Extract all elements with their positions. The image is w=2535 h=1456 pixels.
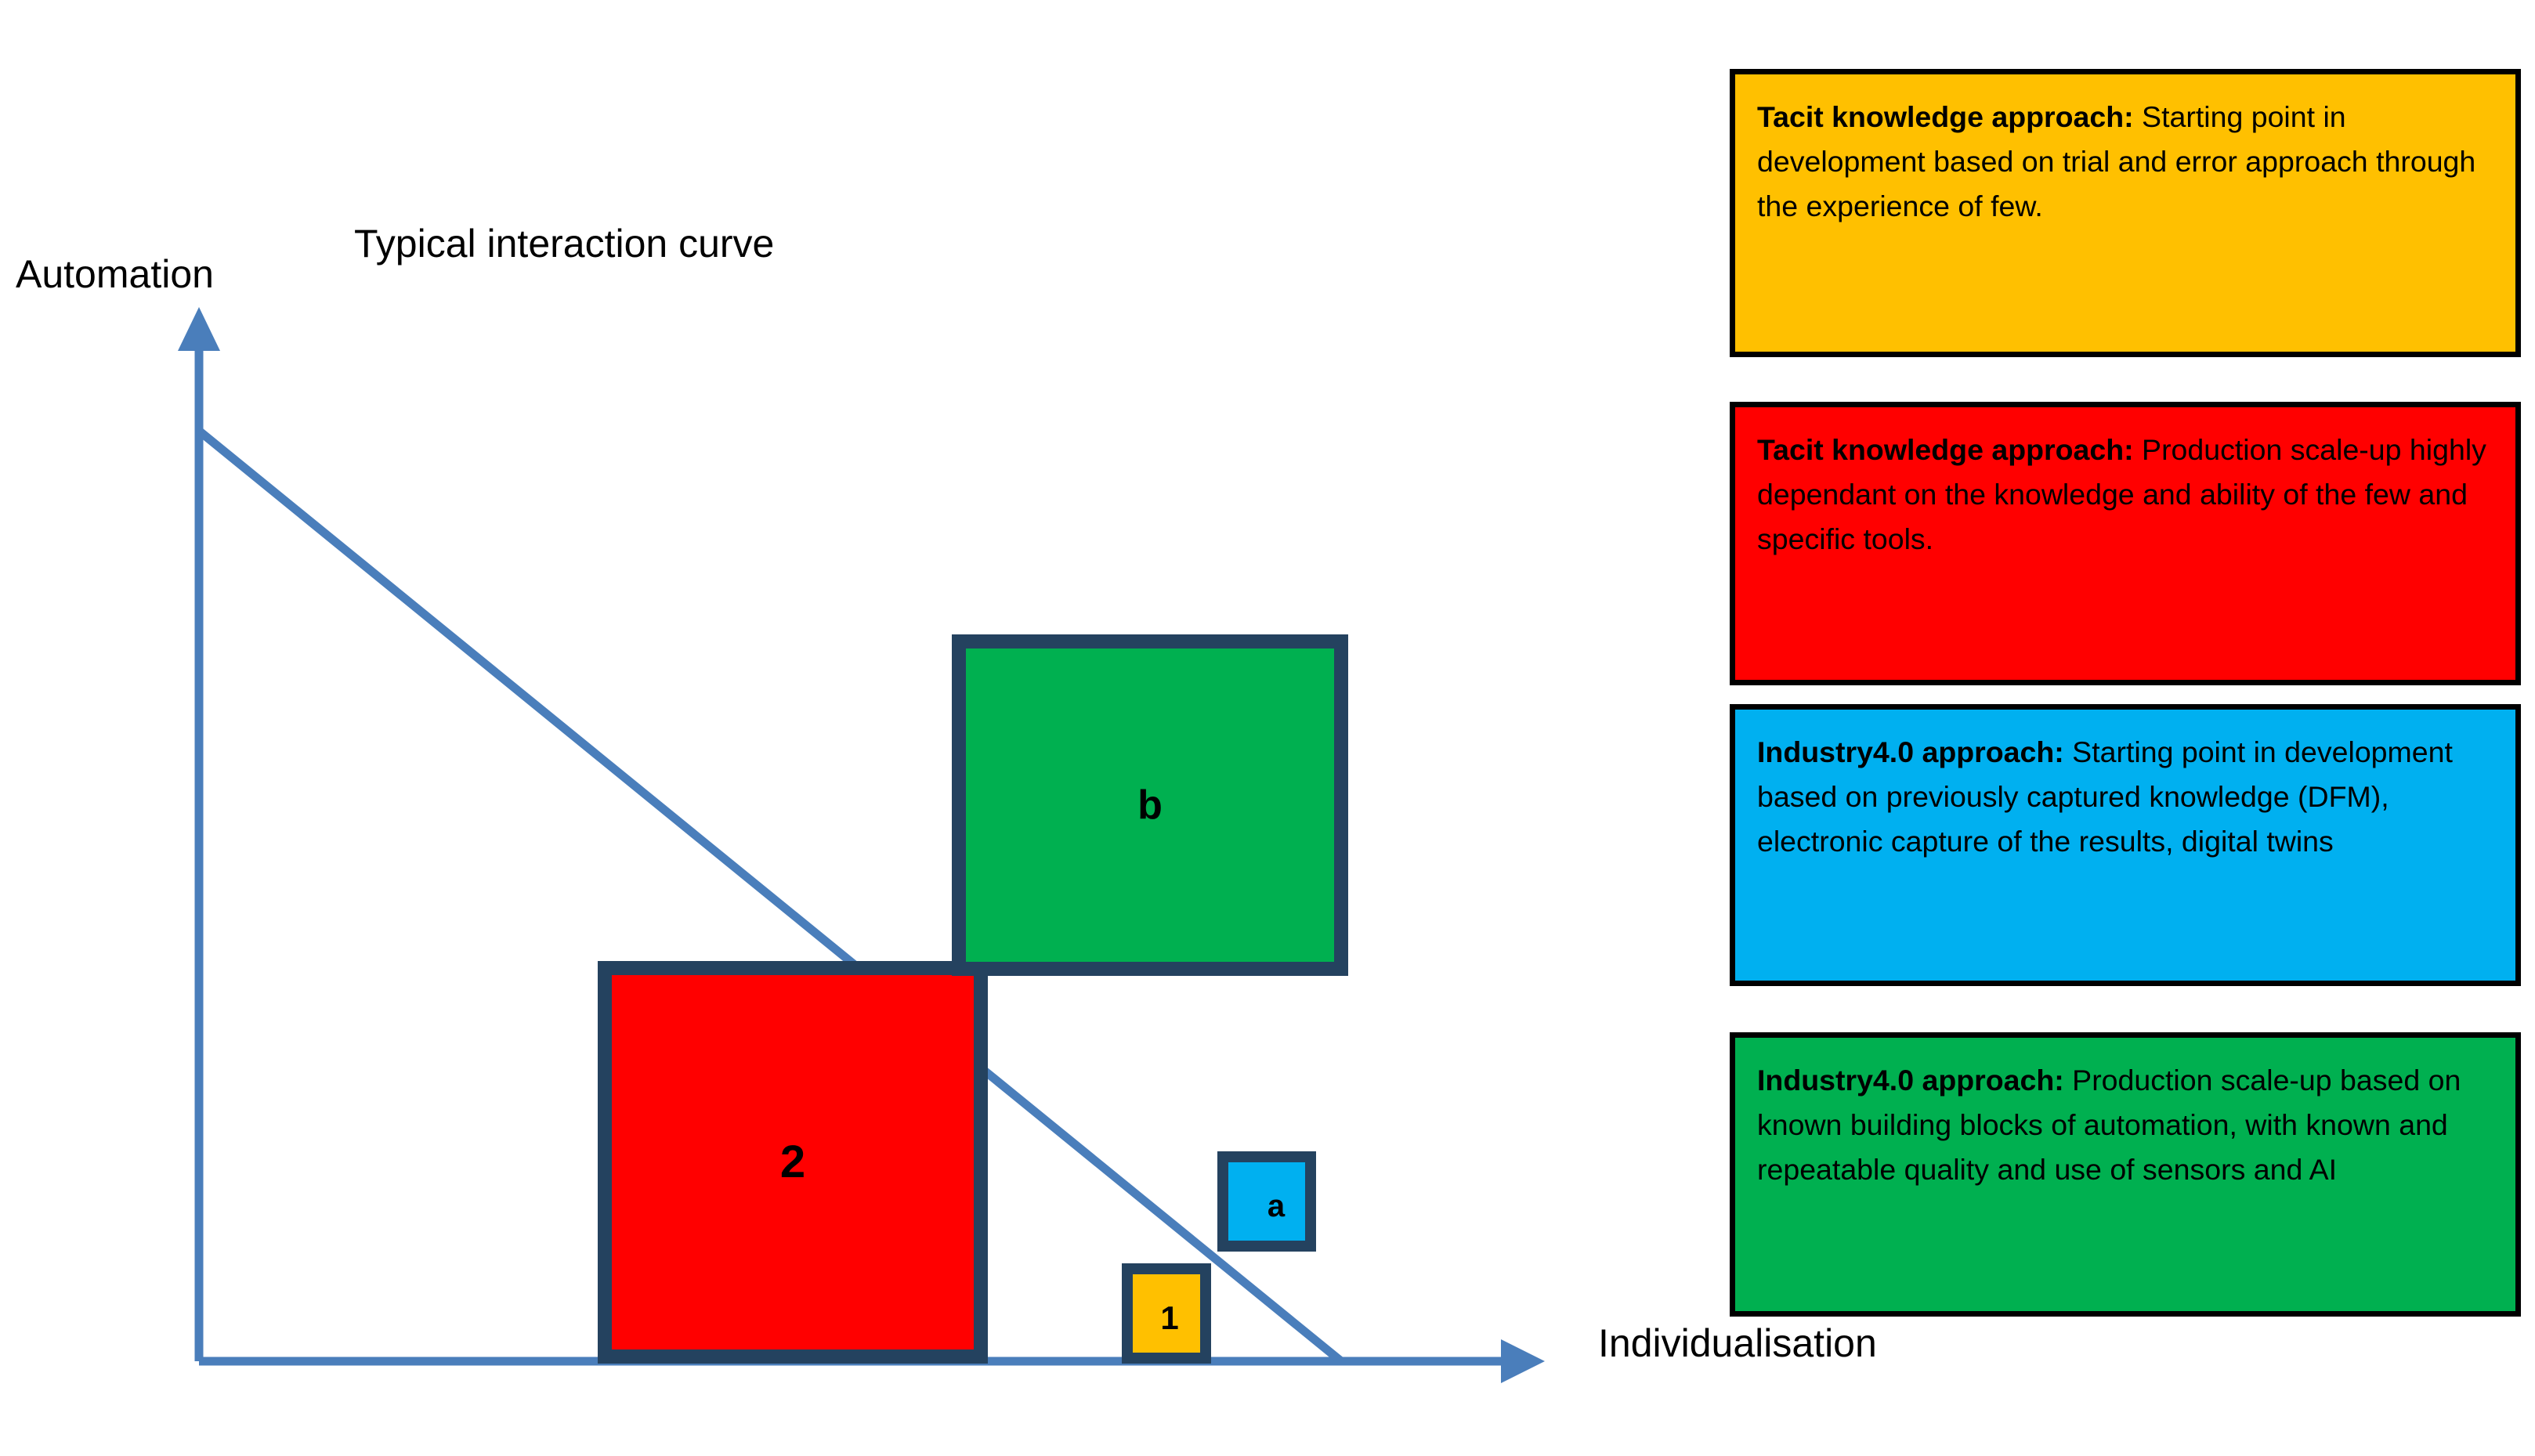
legend-card-lead: Tacit knowledge approach: bbox=[1757, 433, 2134, 466]
legend-card-tacit-development[interactable]: Tacit knowledge approach: Starting point… bbox=[1730, 69, 2521, 357]
chart-panel: Automation Individualisation Typical int… bbox=[16, 222, 1877, 1383]
legend-card-tacit-production[interactable]: Tacit knowledge approach: Production sca… bbox=[1730, 402, 2521, 685]
legend-card-body: Starting point in development based on p… bbox=[1757, 735, 2453, 858]
data-square-2-label: 2 bbox=[779, 1136, 806, 1187]
legend-card-text: Industry4.0 approach: Production scale-u… bbox=[1757, 1058, 2493, 1192]
x-axis-title: Individualisation bbox=[1598, 1321, 1877, 1365]
y-axis-title: Automation bbox=[16, 252, 214, 296]
data-square-a-label: a bbox=[1267, 1189, 1286, 1223]
typical-interaction-curve bbox=[196, 427, 1344, 1365]
legend-card-lead: Industry4.0 approach: bbox=[1757, 735, 2064, 768]
legend-card-body: Starting point in development based on t… bbox=[1757, 100, 2476, 222]
legend-card-text: Tacit knowledge approach: Starting point… bbox=[1757, 95, 2493, 229]
legend-card-text: Industry4.0 approach: Starting point in … bbox=[1757, 730, 2493, 864]
legend-card-lead: Tacit knowledge approach: bbox=[1757, 100, 2134, 133]
legend-card-industry40-production[interactable]: Industry4.0 approach: Production scale-u… bbox=[1730, 1032, 2521, 1317]
data-square-b-label: b bbox=[1137, 782, 1163, 828]
data-square-b[interactable]: b bbox=[952, 634, 1348, 976]
legend-panel: Tacit knowledge approach: Starting point… bbox=[1730, 0, 2521, 1456]
legend-card-industry40-development[interactable]: Industry4.0 approach: Starting point in … bbox=[1730, 704, 2521, 986]
legend-card-text: Tacit knowledge approach: Production sca… bbox=[1757, 428, 2493, 562]
data-square-a[interactable]: a bbox=[1217, 1151, 1316, 1252]
x-axis-arrowhead bbox=[1501, 1339, 1545, 1383]
legend-card-body: Production scale-up based on known build… bbox=[1757, 1064, 2461, 1186]
legend-card-lead: Industry4.0 approach: bbox=[1757, 1064, 2064, 1097]
curve-label: Typical interaction curve bbox=[354, 222, 775, 266]
data-square-1-label: 1 bbox=[1160, 1299, 1179, 1336]
legend-card-body: Production scale-up highly dependant on … bbox=[1757, 433, 2486, 555]
data-square-1[interactable]: 1 bbox=[1122, 1263, 1211, 1364]
data-square-2[interactable]: 2 bbox=[598, 961, 988, 1364]
y-axis-arrowhead bbox=[178, 307, 220, 351]
